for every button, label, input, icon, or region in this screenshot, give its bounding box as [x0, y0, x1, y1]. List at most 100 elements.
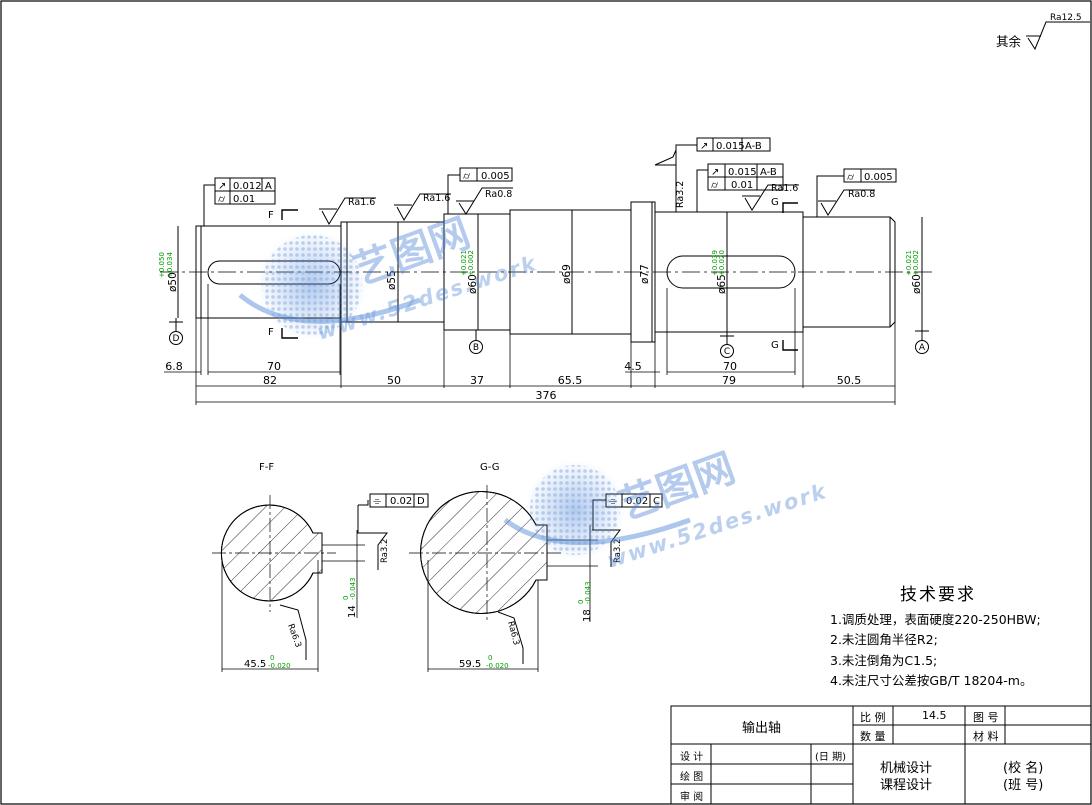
svg-text:A: A: [265, 181, 272, 192]
tech-note-4: 4.未注尺寸公差按GB/T 18204-m。: [830, 673, 1033, 688]
school-name: (校 名): [1003, 761, 1044, 776]
dia-65: ø65: [716, 274, 728, 294]
date-label: (日 期): [815, 752, 846, 763]
svg-text:Ra12.5: Ra12.5: [1050, 13, 1082, 23]
svg-text:F: F: [268, 210, 274, 221]
section-ff: [212, 493, 429, 672]
svg-text:0.012: 0.012: [233, 181, 262, 192]
svg-text:0.015: 0.015: [728, 167, 757, 178]
svg-text:-0.043: -0.043: [584, 581, 592, 604]
svg-text:↗: ↗: [711, 167, 719, 178]
dia-65-tol-lower: +0.020: [718, 250, 726, 276]
svg-text:6.8: 6.8: [165, 360, 183, 373]
dia-60a-tol-upper: +0.021: [460, 250, 468, 276]
quantity-label: 数 量: [860, 730, 886, 743]
svg-text:↗: ↗: [218, 181, 226, 192]
svg-text:Ra3.2: Ra3.2: [380, 539, 390, 563]
svg-text:⌭: ⌭: [711, 180, 719, 191]
shaft-roughness-texts: Ra1.6 Ra1.6 Ra0.8 Ra3.2 Ra1.6 Ra0.8: [348, 181, 875, 208]
svg-text:⌭: ⌭: [463, 171, 471, 182]
svg-text:F-F: F-F: [259, 462, 274, 473]
svg-text:A-B: A-B: [745, 141, 762, 152]
scale-value: 14.5: [922, 709, 947, 722]
svg-text:50.5: 50.5: [837, 374, 862, 387]
dia-60b-tol-lower: +0.002: [912, 250, 920, 276]
svg-text:G: G: [771, 340, 779, 351]
svg-text:⌭: ⌭: [218, 194, 226, 205]
svg-text:Ra6.3: Ra6.3: [505, 620, 521, 646]
svg-text:G: G: [771, 197, 779, 208]
svg-text:A-B: A-B: [760, 167, 777, 178]
svg-text:0: 0: [270, 654, 274, 662]
gtol-texts: ↗ 0.012 A ⌭ 0.01 ⌭ 0.005 ↗ 0.015 A-B ↗ 0…: [218, 141, 893, 205]
class-number: (班 号): [1003, 778, 1044, 793]
svg-text:0: 0: [488, 654, 492, 662]
svg-text:Ra3.2: Ra3.2: [675, 181, 686, 208]
watermark-top: 艺图网 www.52des.work: [238, 210, 540, 345]
length-dim-texts: 6.8 70 82 50 37 65.5 4.5 70 79 50.5 376: [165, 360, 861, 402]
svg-text:G-G: G-G: [480, 462, 499, 473]
part-name: 输出轴: [742, 721, 782, 736]
dia-55: ø55: [386, 270, 398, 290]
svg-text:14: 14: [347, 605, 358, 618]
drawn-label: 绘 图: [680, 772, 704, 783]
dia-60a: ø60: [467, 274, 479, 294]
tech-note-3: 3.未注倒角为C1.5;: [830, 652, 938, 668]
svg-text:65.5: 65.5: [558, 374, 583, 387]
svg-text:82: 82: [263, 374, 277, 387]
svg-text:45.5: 45.5: [244, 659, 266, 670]
shaft-roughness: [319, 149, 875, 226]
svg-text:4.5: 4.5: [624, 360, 642, 373]
default-roughness: 其余 Ra12.5: [996, 13, 1090, 51]
datum-markers: [169, 318, 929, 358]
svg-text:0: 0: [342, 596, 350, 600]
dia-65-tol-upper: +0.039: [711, 250, 719, 276]
svg-text:0.015: 0.015: [716, 141, 745, 152]
svg-text:59.5: 59.5: [459, 659, 481, 670]
tech-note-1: 1.调质处理，表面硬度220-250HBW;: [830, 611, 1041, 627]
gtol-frames: [203, 137, 897, 226]
svg-text:Ra0.8: Ra0.8: [848, 189, 875, 200]
svg-text:C: C: [724, 347, 730, 357]
checked-label: 审 阅: [680, 792, 704, 803]
course-name-1: 机械设计: [880, 761, 933, 776]
svg-text:0.005: 0.005: [864, 172, 893, 183]
diameter-labels: ø50 +0.050 +0.034 ø55 ø60 +0.021 +0.002 …: [158, 250, 923, 294]
svg-text:37: 37: [470, 374, 484, 387]
svg-text:其余: 其余: [996, 34, 1022, 49]
svg-text:0.01: 0.01: [731, 180, 753, 191]
tech-notes-title: 技术要求: [900, 585, 976, 605]
svg-text:79: 79: [722, 374, 736, 387]
svg-text:-0.020: -0.020: [268, 662, 291, 670]
svg-text:0.02: 0.02: [390, 496, 412, 507]
svg-text:-0.020: -0.020: [486, 662, 509, 670]
svg-text:⌯: ⌯: [373, 496, 381, 507]
tech-note-2: 2.未注圆角半径R2;: [830, 632, 938, 647]
svg-text:0.005: 0.005: [481, 171, 510, 182]
dia-50-tol-upper: +0.050: [158, 252, 166, 278]
keyway-right: [666, 255, 796, 289]
dia-50: ø50: [167, 272, 179, 292]
svg-text:D: D: [173, 334, 180, 344]
svg-text:Ra1.6: Ra1.6: [348, 197, 375, 208]
svg-text:376: 376: [536, 389, 557, 402]
svg-text:0.02: 0.02: [626, 496, 648, 507]
svg-text:Ra1.6: Ra1.6: [771, 183, 798, 194]
svg-text:D: D: [417, 496, 425, 507]
dia-50-tol-lower: +0.034: [166, 252, 174, 278]
svg-text:-0.043: -0.043: [349, 577, 357, 600]
scale-label: 比 例: [860, 711, 886, 724]
length-dim-lines: [164, 284, 896, 405]
dia-77: ø77: [639, 264, 651, 284]
svg-text:A: A: [919, 343, 926, 353]
material-label: 材 料: [973, 730, 999, 743]
svg-text:50: 50: [387, 374, 401, 387]
svg-text:B: B: [473, 343, 479, 353]
dia-60b-tol-upper: +0.021: [905, 250, 913, 276]
course-name-2: 课程设计: [880, 778, 933, 793]
watermark-bottom: 艺图网 www.52des.work: [503, 445, 830, 573]
svg-text:⌭: ⌭: [847, 172, 855, 183]
svg-text:C: C: [653, 496, 660, 507]
svg-text:Ra0.8: Ra0.8: [485, 189, 512, 200]
